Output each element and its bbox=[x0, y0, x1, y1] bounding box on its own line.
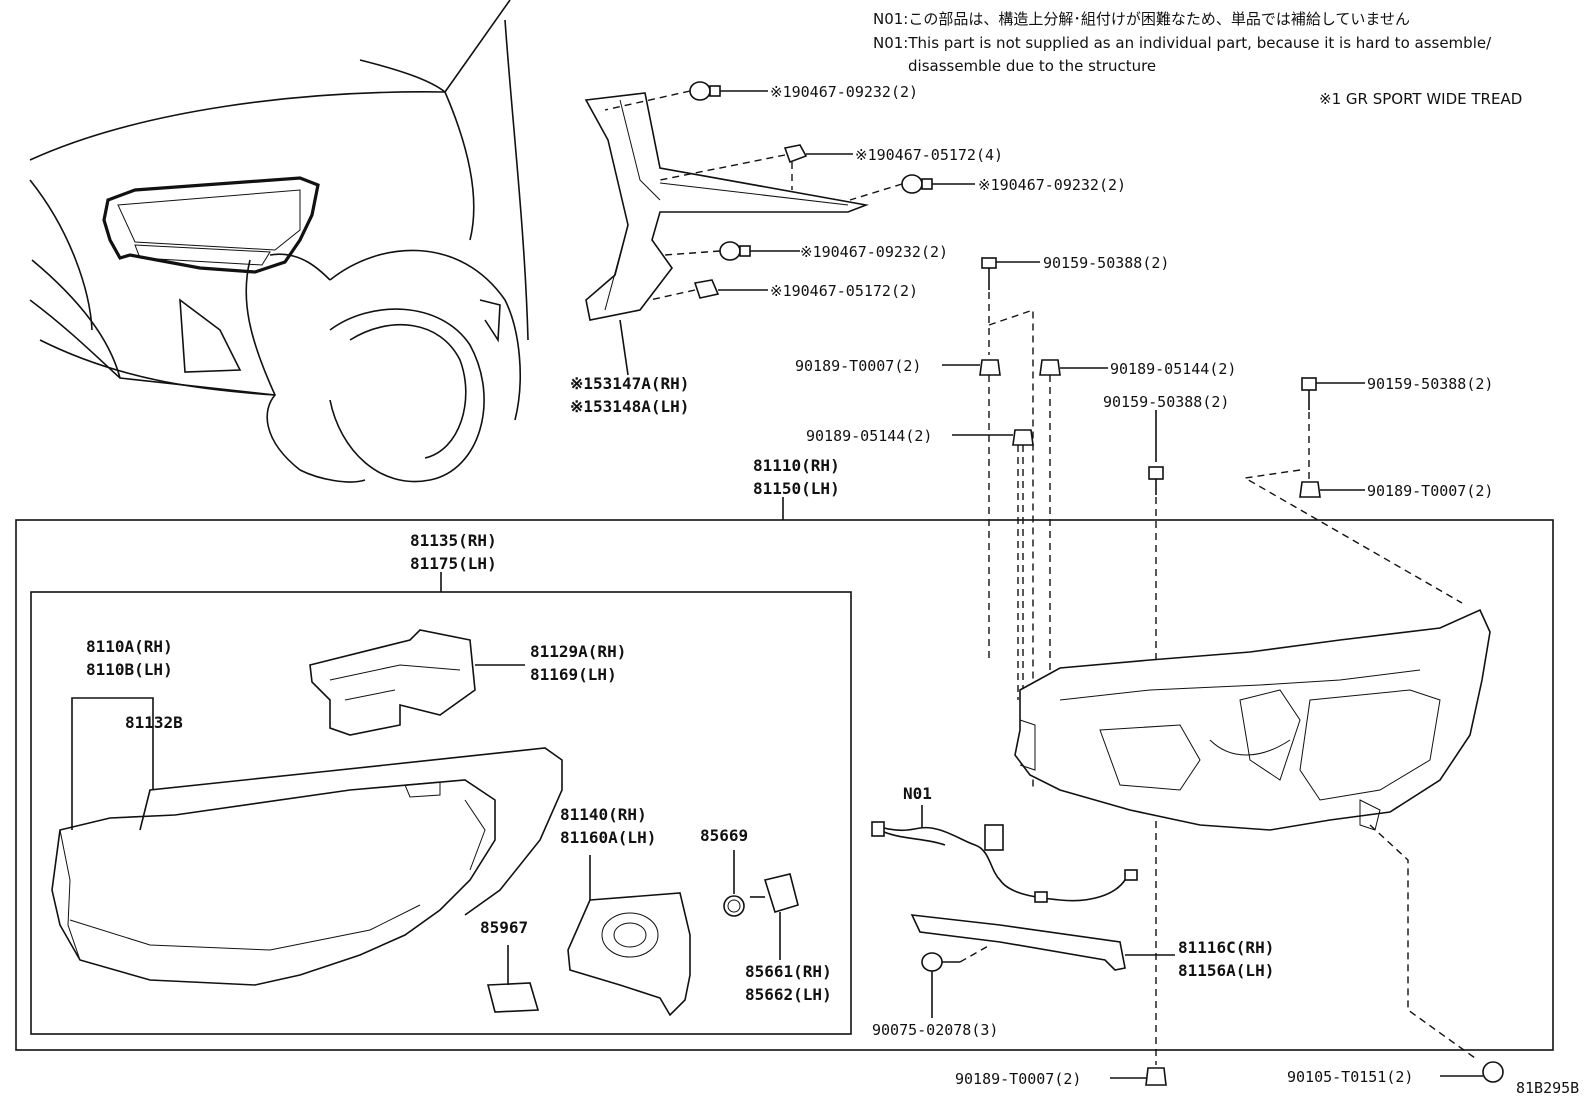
label-clip-09232-b: ※190467-09232(2) bbox=[978, 176, 1126, 194]
label-bolt-50388-c: 90159-50388(2) bbox=[1367, 375, 1493, 393]
label-nut-05144-a: 90189-05144(2) bbox=[1110, 360, 1236, 378]
assembly-81110-frame bbox=[15, 519, 1554, 1051]
dash-screw-path bbox=[1369, 824, 1476, 1059]
label-cover-rh: 81140(RH) bbox=[560, 805, 647, 824]
label-clip-09232-c: ※190467-09232(2) bbox=[800, 243, 948, 261]
note-n01-japanese: N01:この部品は、構造上分解･組付けが困難なため、単品では補給していません bbox=[873, 10, 1410, 28]
label-bracket-lh: 81169(LH) bbox=[530, 665, 617, 684]
diagram-id: 81B295B bbox=[1516, 1079, 1579, 1097]
label-harness: N01 bbox=[903, 784, 932, 803]
nut-t0007-a-icon bbox=[942, 359, 1001, 660]
label-garnish-lh: ※153148A(LH) bbox=[570, 397, 689, 416]
label-oring: 85669 bbox=[700, 826, 748, 845]
bolt-50388-a-icon bbox=[981, 257, 1040, 355]
vehicle-front-illustration bbox=[29, 0, 529, 483]
oring-85669-icon bbox=[723, 850, 745, 917]
label-clip-05172-b: ※190467-05172(2) bbox=[770, 282, 918, 300]
label-lens-rh: 8110A(RH) bbox=[86, 637, 173, 656]
lens-gasket-leaders bbox=[71, 697, 154, 830]
bolt-50388-b-icon bbox=[1148, 410, 1164, 1065]
label-clip-05172-a: ※190467-05172(4) bbox=[855, 146, 1003, 164]
label-cover-lh: 81160A(LH) bbox=[560, 828, 656, 847]
cover-81140 bbox=[567, 855, 691, 1017]
label-nut-t0007-c: 90189-T0007(2) bbox=[955, 1070, 1081, 1088]
note-n01-english-line2: disassemble due to the structure bbox=[908, 57, 1156, 75]
dash-bolt-a-path bbox=[988, 309, 1034, 790]
screw-02078-icon bbox=[921, 944, 991, 1018]
garnish-leader bbox=[619, 319, 629, 376]
label-bolt-50388-b: 90159-50388(2) bbox=[1103, 393, 1229, 411]
clip-05172-b-icon bbox=[649, 279, 768, 301]
label-bracket-rh: 81129A(RH) bbox=[530, 642, 626, 661]
clip-09232-c-icon bbox=[664, 241, 800, 261]
label-lens-lh: 8110B(LH) bbox=[86, 660, 173, 679]
label-deco-lh: 81156A(LH) bbox=[1178, 961, 1274, 980]
deco-strip-81116c bbox=[910, 914, 1175, 971]
nut-t0007-b-icon bbox=[1242, 469, 1463, 604]
nut-05144-b-icon bbox=[952, 429, 1034, 700]
label-screw-02078: 90075-02078(3) bbox=[872, 1021, 998, 1039]
label-deco-rh: 81116C(RH) bbox=[1178, 938, 1274, 957]
label-nut-05144-b: 90189-05144(2) bbox=[806, 427, 932, 445]
label-socket-rh: 85661(RH) bbox=[745, 962, 832, 981]
garnish-153147a bbox=[584, 92, 869, 321]
label-nut-t0007-b: 90189-T0007(2) bbox=[1367, 482, 1493, 500]
bolt-50388-c-icon bbox=[1301, 377, 1365, 480]
label-clip-09232-a: ※190467-09232(2) bbox=[770, 83, 918, 101]
socket-85661-icon bbox=[750, 873, 799, 960]
headlamp-housing bbox=[1014, 608, 1491, 831]
nut-t0007-c-icon bbox=[1110, 1067, 1167, 1086]
clip-09232-a-icon bbox=[604, 81, 768, 111]
harness-n01 bbox=[871, 805, 1138, 903]
bracket-81129a bbox=[309, 629, 525, 736]
label-screw-t0151: 90105-T0151(2) bbox=[1287, 1068, 1413, 1086]
gasket-81132b bbox=[139, 747, 563, 916]
label-module: 85967 bbox=[480, 918, 528, 937]
lens-8110a bbox=[51, 779, 496, 986]
label-assy-rh: 81110(RH) bbox=[753, 456, 840, 475]
clip-09232-b-icon bbox=[849, 174, 975, 201]
label-garnish-rh: ※153147A(RH) bbox=[570, 374, 689, 393]
label-socket-lh: 85662(LH) bbox=[745, 985, 832, 1004]
label-assy-lh: 81150(LH) bbox=[753, 479, 840, 498]
note-n01-english-line1: N01:This part is not supplied as an indi… bbox=[873, 34, 1492, 52]
module-85967-icon bbox=[486, 945, 540, 1013]
label-unit-lh: 81175(LH) bbox=[410, 554, 497, 573]
label-gasket: 81132B bbox=[125, 713, 183, 732]
label-bolt-50388-a: 90159-50388(2) bbox=[1043, 254, 1169, 272]
nut-05144-a-icon bbox=[1039, 359, 1108, 760]
label-unit-rh: 81135(RH) bbox=[410, 531, 497, 550]
note-variant: ※1 GR SPORT WIDE TREAD bbox=[1319, 90, 1522, 108]
label-nut-t0007-a: 90189-T0007(2) bbox=[795, 357, 921, 375]
screw-t0151-icon bbox=[1440, 1061, 1504, 1083]
clip-05172-a-icon bbox=[659, 144, 853, 190]
